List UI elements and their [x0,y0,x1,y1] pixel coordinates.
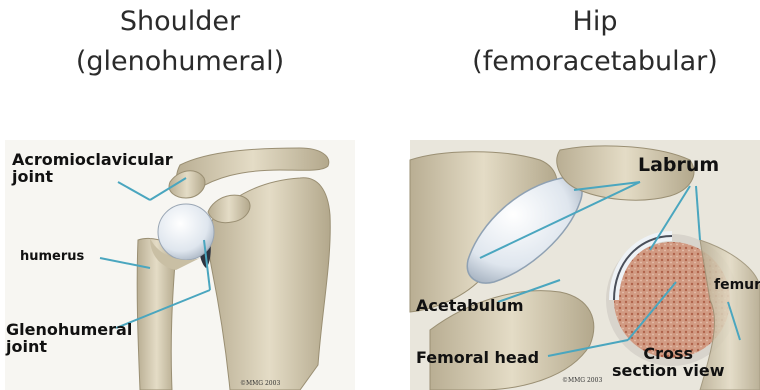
hip-copyright: ©MMG 2003 [562,377,602,384]
label-cross-section-view: Cross section view [612,346,725,380]
label-acromioclavicular-joint: Acromioclavicular joint [12,152,173,186]
shoulder-copyright: ©MMG 2003 [240,380,280,387]
label-femoral-head: Femoral head [416,350,539,367]
label-labrum: Labrum [638,156,719,176]
label-femur: femur [714,278,760,293]
label-acetabulum: Acetabulum [416,298,524,315]
label-glenohumeral-joint: Glenohumeral joint [6,322,132,356]
label-humerus: humerus [20,250,84,264]
